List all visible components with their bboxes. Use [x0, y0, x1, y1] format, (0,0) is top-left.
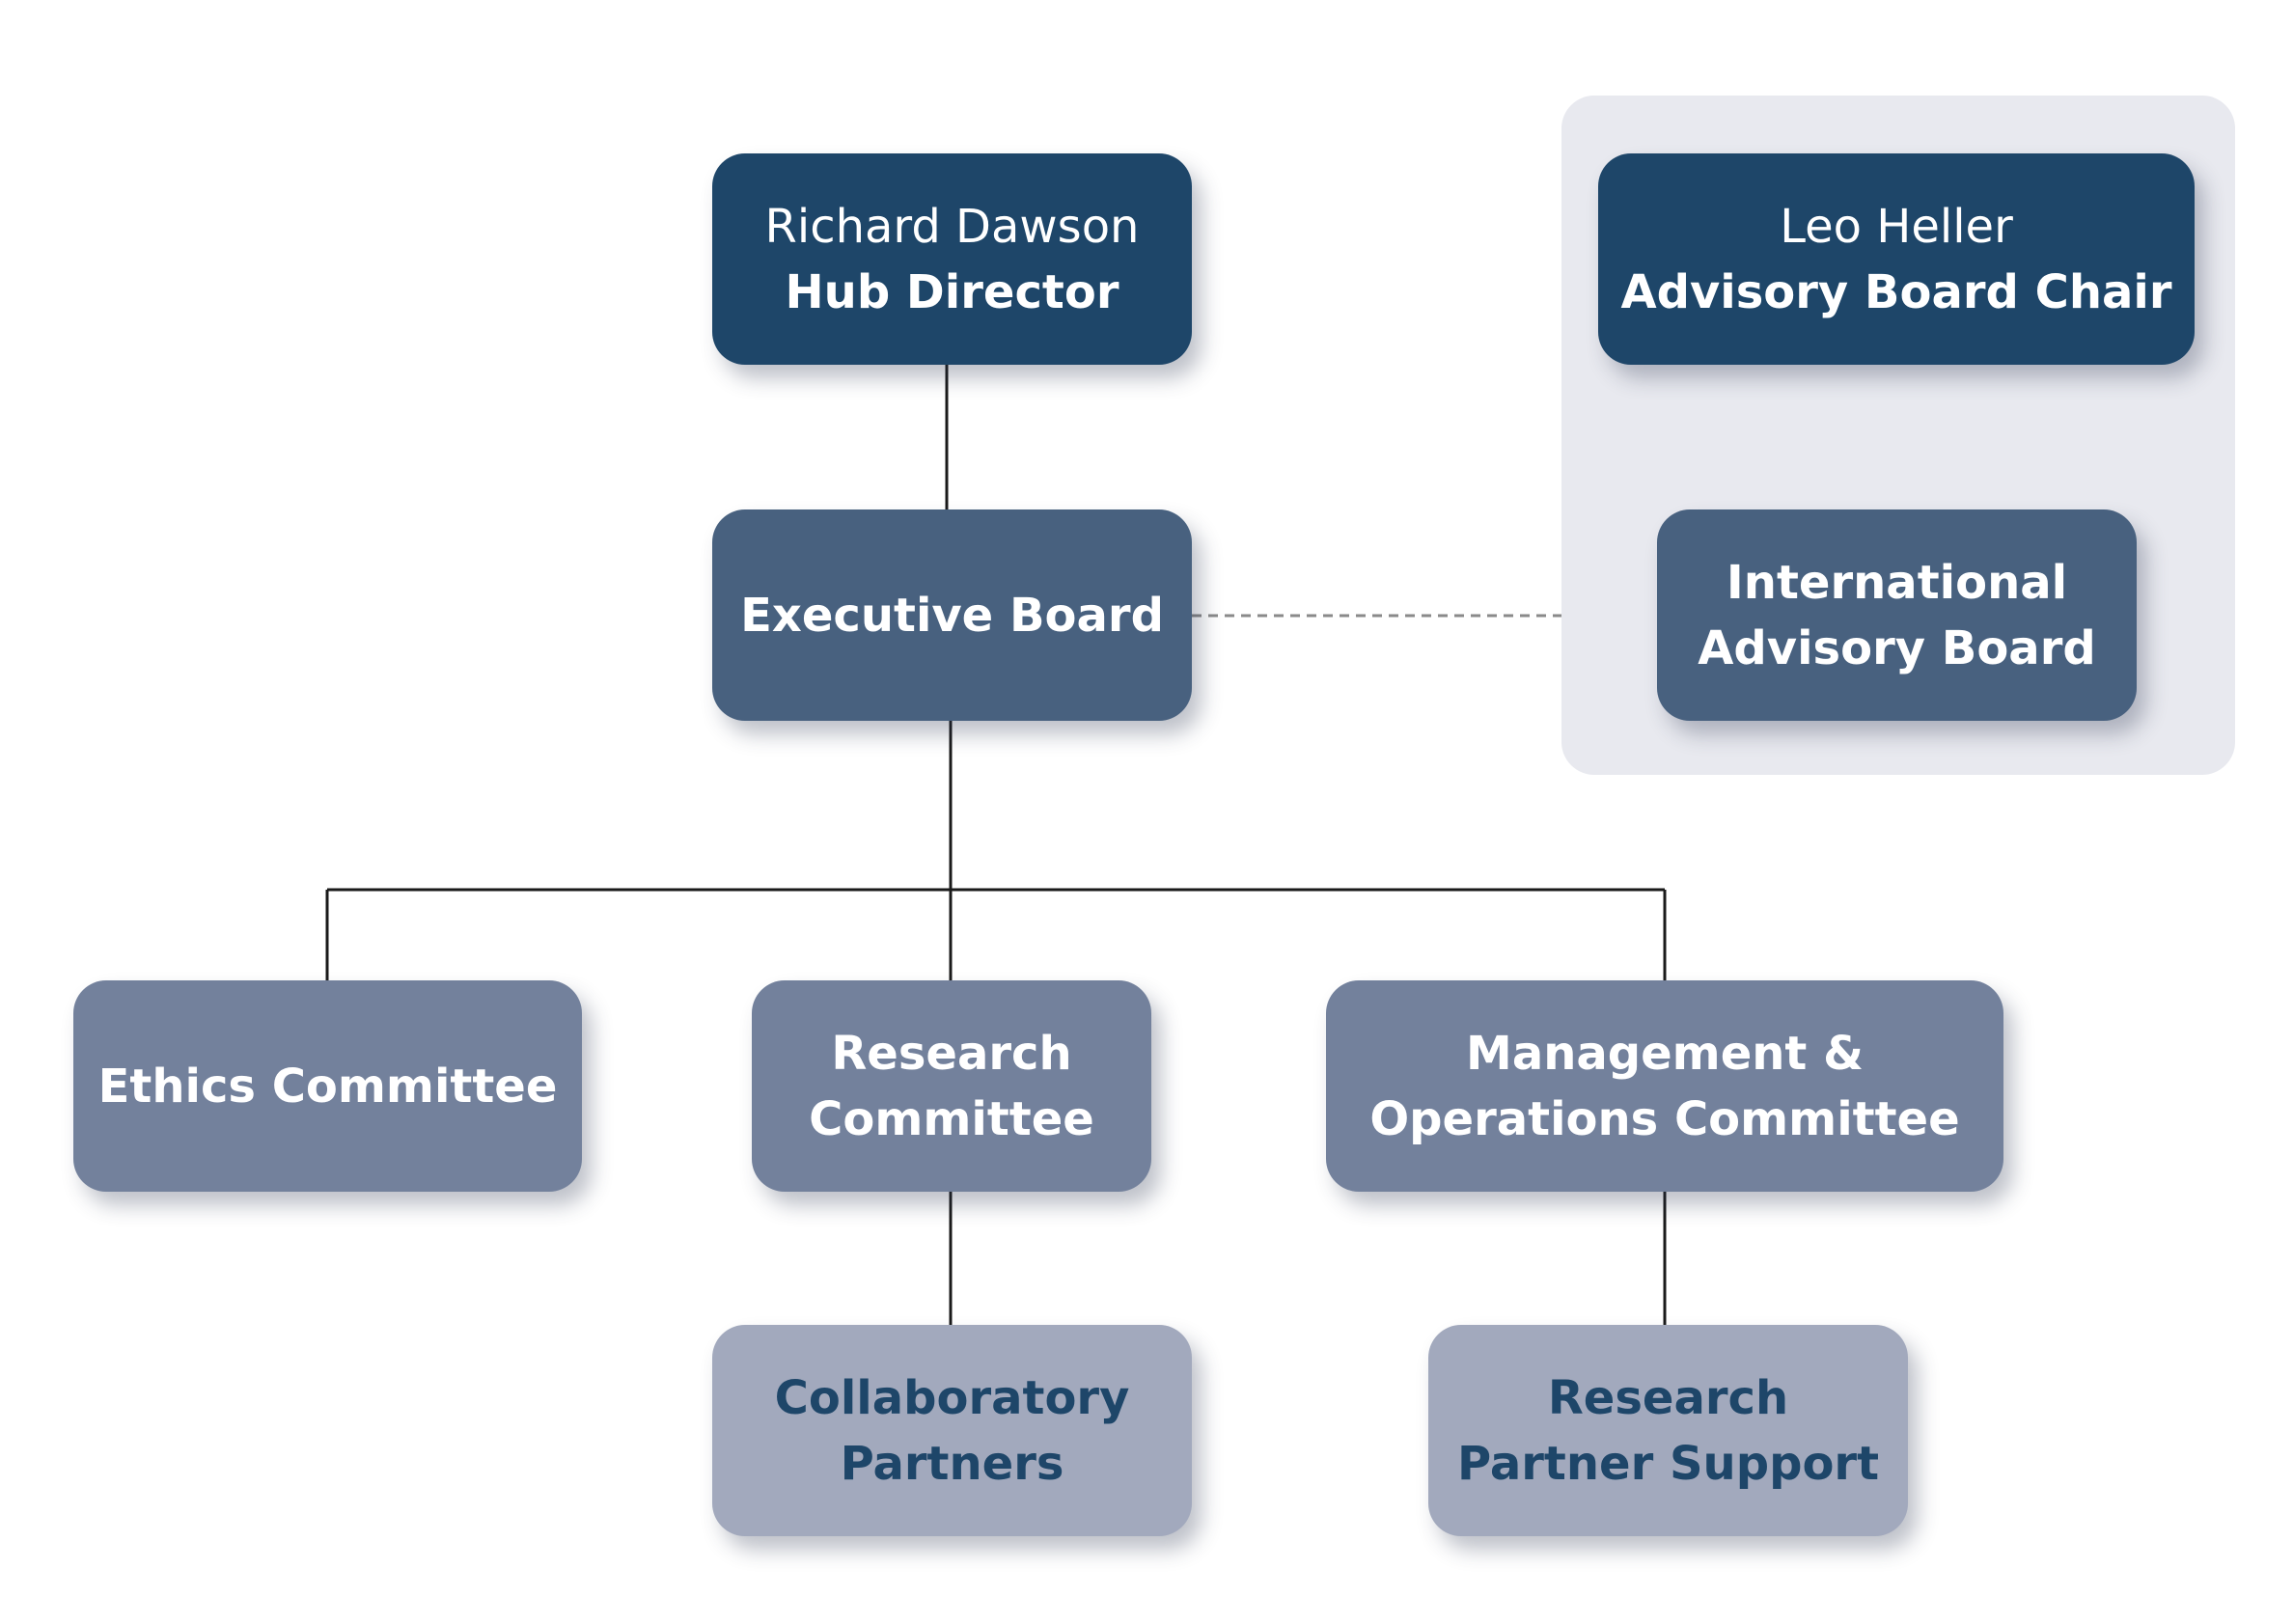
ethics-committee-label: Ethics Committee — [97, 1059, 558, 1114]
collaboratory-partners-line1: Collaboratory — [774, 1370, 1130, 1425]
research-committee-line1: Research — [831, 1026, 1072, 1081]
node-research-partner-support[interactable]: Research Partner Support — [1428, 1325, 1908, 1536]
international-advisory-board-line2: Advisory Board — [1698, 620, 2096, 675]
executive-board-label: Executive Board — [740, 588, 1164, 643]
collaboratory-partners-line2: Partners — [840, 1436, 1064, 1491]
advisory-chair-name: Leo Heller — [1780, 199, 2013, 254]
node-collaboratory-partners[interactable]: Collaboratory Partners — [712, 1325, 1192, 1536]
node-research-committee[interactable]: Research Committee — [752, 980, 1151, 1192]
research-partner-support-line2: Partner Support — [1456, 1436, 1880, 1491]
node-executive-board[interactable]: Executive Board — [712, 509, 1192, 721]
node-ethics-committee[interactable]: Ethics Committee — [73, 980, 582, 1192]
node-management-operations-committee[interactable]: Management & Operations Committee — [1326, 980, 2003, 1192]
research-partner-support-line1: Research — [1547, 1370, 1789, 1425]
advisory-chair-role: Advisory Board Chair — [1620, 264, 2172, 319]
management-committee-line1: Management & — [1466, 1026, 1864, 1081]
hub-director-role: Hub Director — [785, 264, 1119, 319]
node-advisory-board-chair[interactable]: Leo Heller Advisory Board Chair — [1598, 153, 2195, 365]
international-advisory-board-line1: International — [1726, 555, 2068, 610]
node-hub-director[interactable]: Richard Dawson Hub Director — [712, 153, 1192, 365]
node-international-advisory-board[interactable]: International Advisory Board — [1657, 509, 2137, 721]
management-committee-line2: Operations Committee — [1369, 1091, 1960, 1146]
hub-director-name: Richard Dawson — [764, 199, 1140, 254]
research-committee-line2: Committee — [809, 1091, 1094, 1146]
